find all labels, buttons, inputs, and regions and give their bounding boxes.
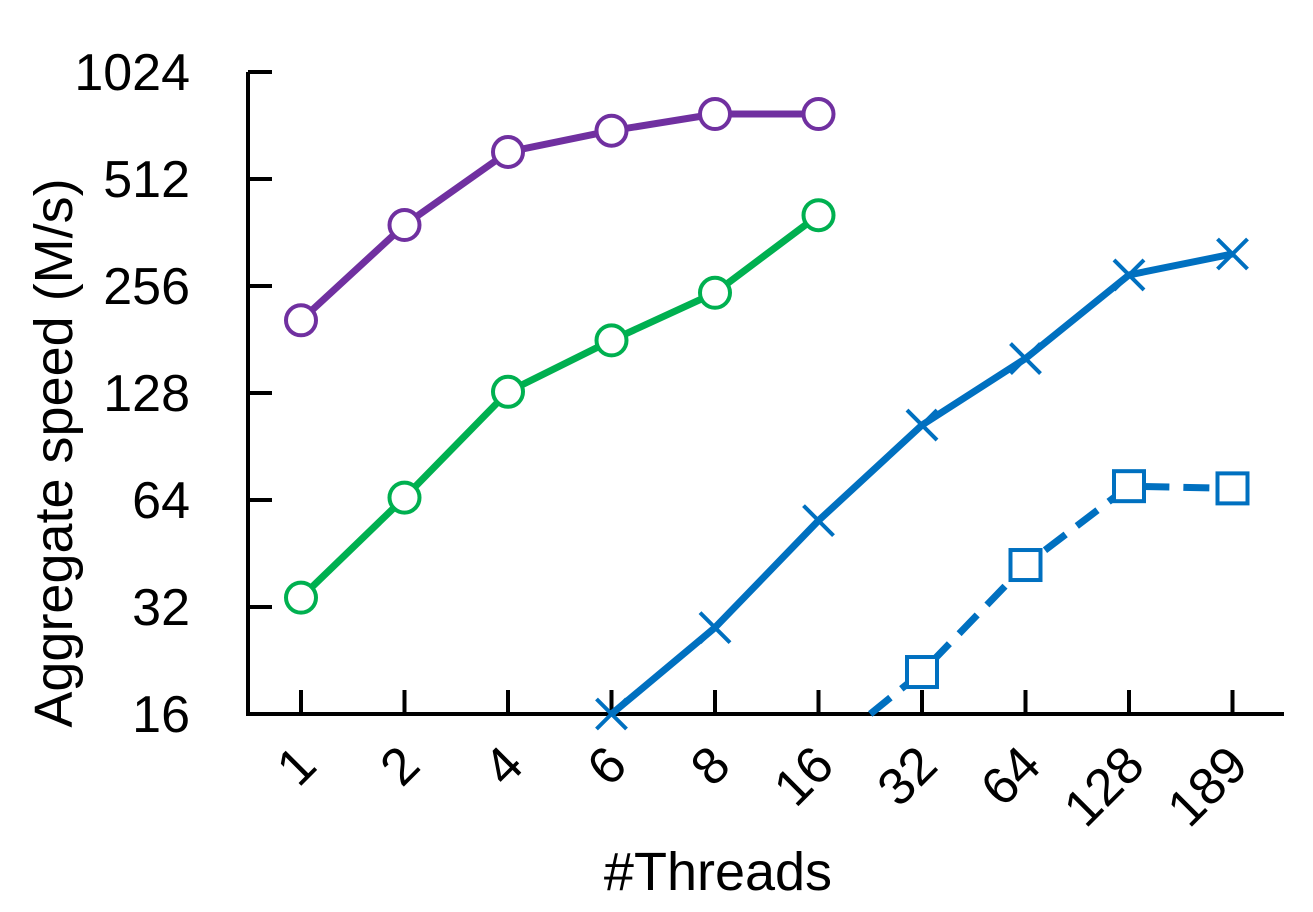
data-point-x — [1009, 342, 1042, 375]
data-point-circle — [698, 97, 732, 132]
data-point-square — [1112, 469, 1146, 504]
y-tick-label: 64 — [132, 472, 190, 530]
data-point-circle — [801, 198, 836, 233]
data-point-circle — [801, 97, 836, 132]
x-tick-label: 6 — [577, 735, 638, 796]
data-point-x — [905, 408, 939, 442]
series-line — [298, 212, 821, 601]
data-point-x — [1216, 237, 1249, 271]
data-point-square — [1215, 471, 1250, 506]
data-point-square — [905, 655, 939, 690]
x-tick-label: 1 — [266, 735, 327, 796]
y-tick-label: 256 — [103, 258, 190, 316]
data-point-circle — [491, 374, 525, 409]
series-layer — [284, 97, 1250, 731]
data-point-x — [1112, 258, 1146, 292]
series-line — [298, 110, 819, 323]
x-tick-label: 8 — [680, 735, 741, 796]
data-point-x — [595, 697, 628, 731]
x-tick-label: 4 — [473, 735, 534, 796]
y-tick-label: 16 — [132, 686, 190, 744]
x-tick-label: 64 — [970, 735, 1052, 817]
x-tick-label: 16 — [763, 735, 845, 817]
y-tick-label: 32 — [132, 579, 190, 637]
x-tick-label: 32 — [867, 735, 949, 817]
data-point-circle — [284, 303, 318, 338]
x-axis-title: #Threads — [604, 842, 832, 902]
series-3 — [595, 237, 1249, 731]
axes — [246, 72, 1284, 716]
series-2 — [284, 198, 836, 615]
y-axis-title: Aggregate speed (M/s) — [24, 178, 84, 727]
data-point-circle — [698, 275, 732, 310]
data-point-circle — [387, 208, 422, 243]
series-1 — [284, 97, 836, 338]
series-4 — [868, 469, 1250, 717]
y-tick-label: 1024 — [74, 44, 190, 102]
data-point-circle — [284, 580, 318, 615]
data-point-circle — [491, 134, 525, 169]
data-point-circle — [594, 113, 629, 148]
y-tick-label: 128 — [103, 365, 190, 423]
data-point-x — [802, 504, 835, 538]
data-point-square — [1008, 548, 1043, 583]
x-tick-label: 189 — [1157, 735, 1259, 837]
x-tick-label: 128 — [1053, 735, 1155, 837]
x-tick-label: 2 — [370, 735, 431, 796]
y-tick-label: 512 — [103, 151, 190, 209]
data-point-circle — [594, 323, 629, 358]
data-point-x — [698, 611, 732, 645]
y-ticks: 16 32 64 128 256 512 1024 — [74, 44, 272, 744]
data-point-circle — [387, 480, 422, 515]
